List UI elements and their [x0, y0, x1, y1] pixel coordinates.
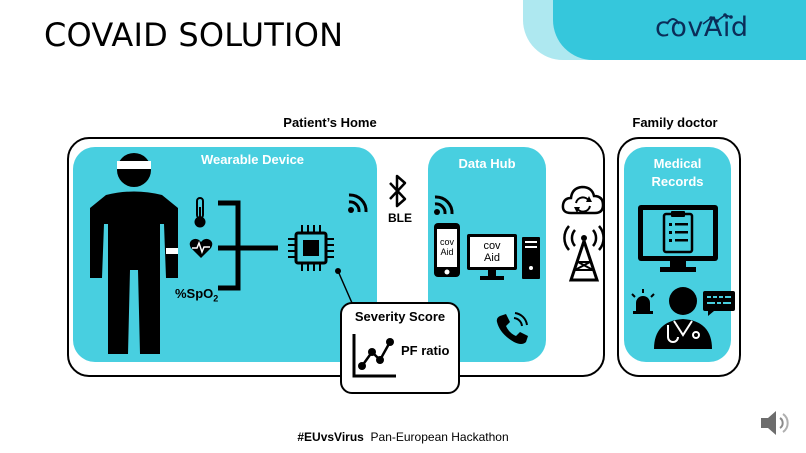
- heart-rate-icon: [189, 238, 213, 258]
- chat-icon: [703, 291, 735, 316]
- line-chart-icon: [352, 334, 396, 378]
- ble-label: BLE: [388, 211, 412, 225]
- logo-signal-icon: [666, 13, 733, 25]
- alarm-light-icon: [631, 289, 655, 314]
- pf-ratio-label: PF ratio: [401, 343, 450, 358]
- slide-title: COVAID SOLUTION: [44, 16, 344, 54]
- footer-event: Pan-European Hackathon: [370, 430, 509, 444]
- radio-tower-icon: [563, 225, 605, 282]
- bluetooth-icon: [389, 174, 407, 208]
- wifi-icon: [348, 193, 368, 213]
- hub-wifi-icon: [434, 195, 454, 215]
- footer: #EUvsVirus Pan-European Hackathon: [0, 430, 806, 444]
- monitor-icon: [467, 234, 517, 280]
- severity-connector: [335, 268, 353, 304]
- data-hub-title: Data Hub: [458, 156, 516, 171]
- family-doctor-label: Family doctor: [632, 115, 718, 130]
- sensor-bracket: [218, 200, 278, 291]
- severity-score-title: Severity Score: [354, 309, 446, 324]
- phone-icon: [434, 223, 460, 277]
- footer-hashtag: #EUvsVirus: [297, 430, 364, 444]
- chip-icon: [288, 225, 334, 271]
- computer-tower-icon: [522, 237, 540, 279]
- person-icon: [90, 153, 178, 354]
- speaker-icon[interactable]: [758, 408, 792, 438]
- wearable-device-title: Wearable Device: [200, 152, 305, 167]
- monitor-covaid-text: cov Aid: [483, 240, 501, 264]
- medical-records-title: Medical Records: [651, 156, 704, 189]
- logo-band: [553, 0, 806, 60]
- severity-score-box: [340, 302, 460, 394]
- spo2-label: %SpO2: [175, 286, 219, 304]
- patients-home-label: Patient’s Home: [283, 115, 377, 130]
- thermometer-icon: [194, 197, 206, 228]
- clipboard-monitor-icon: [638, 205, 718, 272]
- cloud-sync-icon: [561, 185, 605, 215]
- doctor-icon: [654, 287, 712, 349]
- phone-covaid-text: cov Aid: [439, 237, 454, 257]
- phone-call-icon: [496, 312, 528, 344]
